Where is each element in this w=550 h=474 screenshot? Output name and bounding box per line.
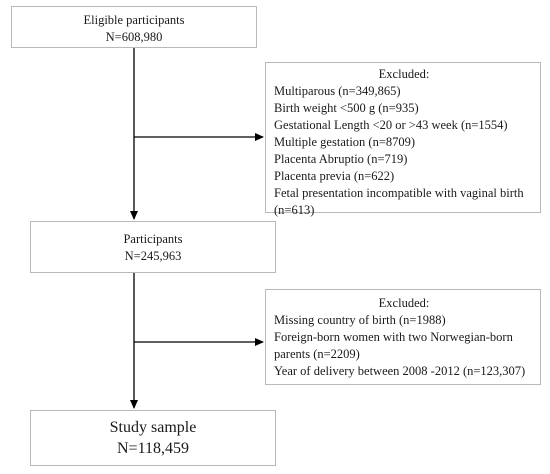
participants-count: N=245,963 <box>124 249 182 263</box>
excluded-1-item: Fetal presentation incompatible with vag… <box>274 186 524 200</box>
excluded-box-1: Excluded: Multiparous (n=349,865) Birth … <box>265 62 541 217</box>
excluded-1-item: Multiple gestation (n=8709) <box>274 135 416 149</box>
excluded-1-item: Placenta Abruptio (n=719) <box>274 152 408 166</box>
study-title: Study sample <box>109 419 197 436</box>
study-sample-box: Study sample N=118,459 <box>30 410 276 466</box>
excluded-1-item: Gestational Length <20 or >43 week (n=15… <box>274 118 508 132</box>
excluded-2-item: Missing country of birth (n=1988) <box>274 313 446 327</box>
excluded-2-item: Foreign-born women with two Norwegian-bo… <box>274 330 513 344</box>
excluded-1-item: Placenta previa (n=622) <box>274 169 395 183</box>
excluded-box-2: Excluded: Missing country of birth (n=19… <box>265 289 541 385</box>
excluded-2-item: Year of delivery between 2008 -2012 (n=1… <box>274 364 526 378</box>
excluded-2-title: Excluded: <box>378 296 430 310</box>
eligible-count: N=608,980 <box>105 30 163 44</box>
eligible-participants-box: Eligible participants N=608,980 <box>11 6 257 48</box>
excluded-1-item: (n=613) <box>274 203 315 217</box>
participants-box: Participants N=245,963 <box>30 221 276 273</box>
study-count: N=118,459 <box>117 440 189 457</box>
eligible-title: Eligible participants <box>83 13 185 27</box>
excluded-1-item: Multiparous (n=349,865) <box>274 84 401 98</box>
excluded-1-item: Birth weight <500 g (n=935) <box>274 101 419 115</box>
excluded-2-item: parents (n=2209) <box>274 347 360 361</box>
participants-title: Participants <box>123 232 183 246</box>
excluded-1-title: Excluded: <box>378 67 430 81</box>
